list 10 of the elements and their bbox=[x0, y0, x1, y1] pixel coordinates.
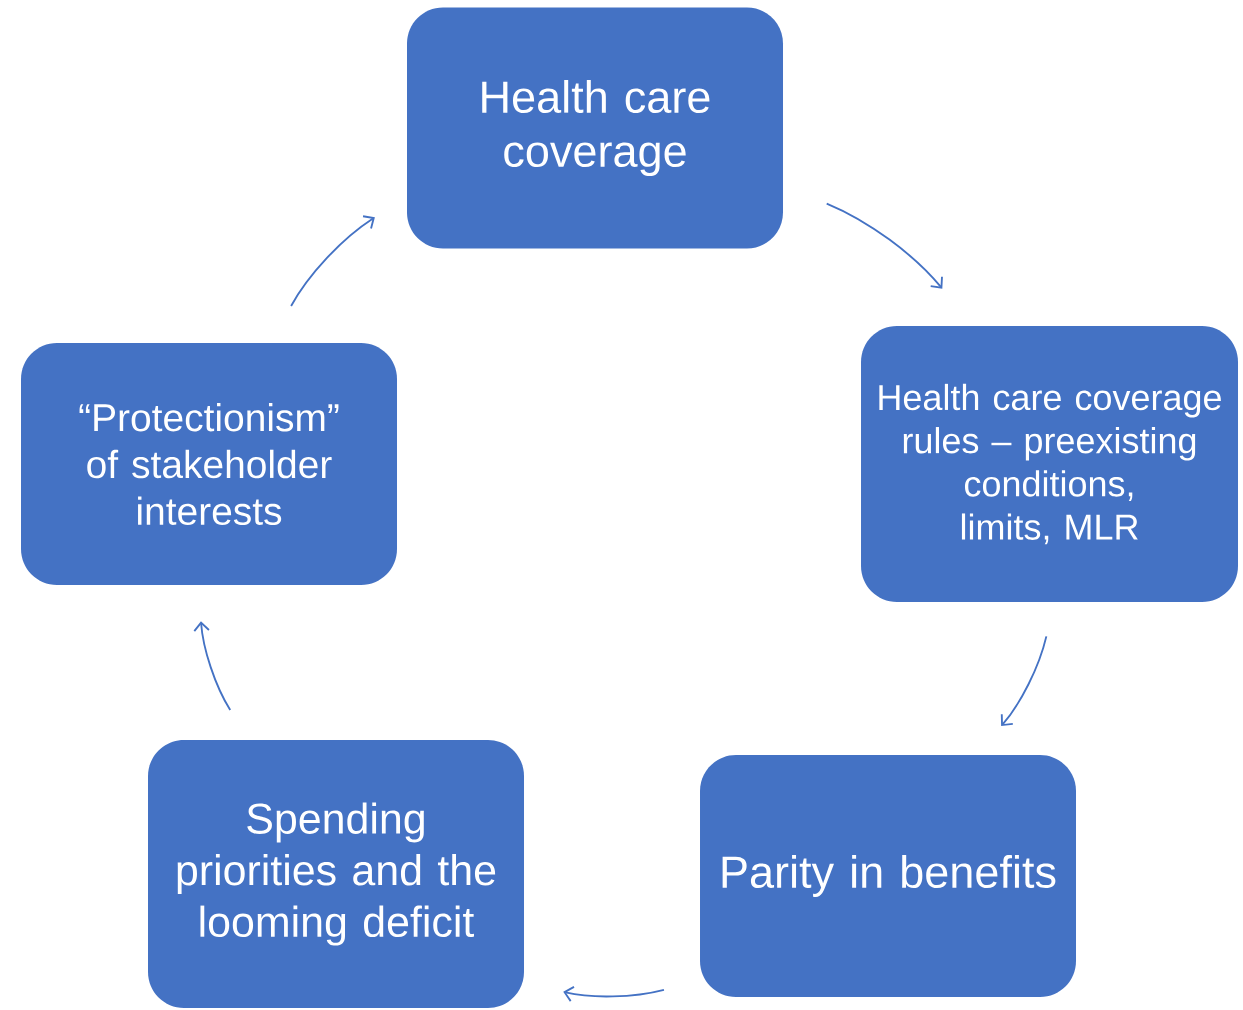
arrow bbox=[193, 621, 232, 711]
arrow bbox=[825, 202, 943, 289]
arrow bbox=[1000, 635, 1048, 727]
process-box: Health care coverage bbox=[407, 7, 783, 249]
process-box: Spending priorities and the looming deficit bbox=[148, 740, 524, 1008]
process-box: Parity in benefits bbox=[700, 755, 1076, 997]
process-box: “Protectionism” of stakeholder interests bbox=[21, 343, 397, 585]
process-box: Health care coverage rules – preexisting conditions, limits, MLR bbox=[861, 326, 1238, 602]
arrow bbox=[290, 215, 375, 307]
arrow bbox=[563, 985, 665, 1003]
